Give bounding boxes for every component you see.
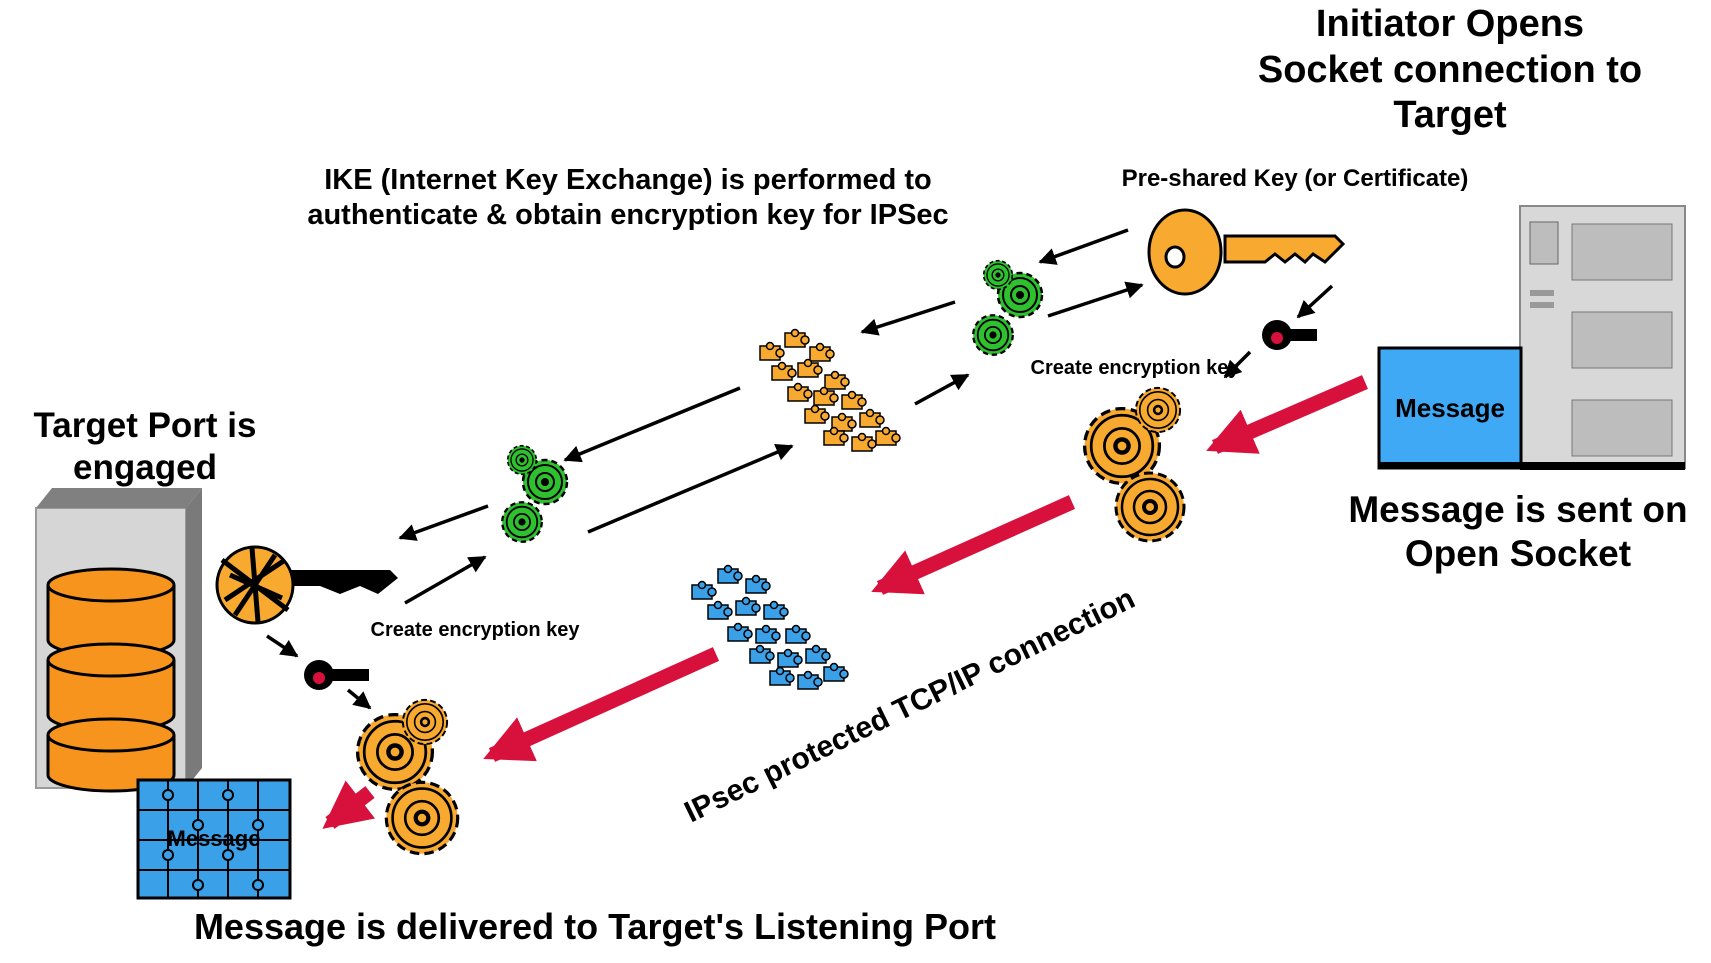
flow-arrows xyxy=(322,375,1368,829)
puzzle-message-icon xyxy=(136,778,292,900)
ike-arrows xyxy=(266,228,1334,710)
create-key-label-left: Create encryption key xyxy=(370,619,580,641)
target-port-label: Target Port is engaged xyxy=(0,405,290,489)
gear-icon xyxy=(1082,386,1186,543)
gear-icon xyxy=(355,698,460,856)
target-port-line: engaged xyxy=(73,448,217,487)
gear-icon xyxy=(501,444,569,543)
initiator-title-line: Initiator Opens xyxy=(1315,3,1585,45)
ike-description: IKE (Internet Key Exchange) is performed… xyxy=(258,163,998,233)
message-box-label: Message xyxy=(1395,393,1505,423)
message-sent-line: Message is sent on xyxy=(1348,489,1688,530)
preshared-key-label: Pre-shared Key (or Certificate) xyxy=(1121,165,1469,192)
initiator-title-line: Target xyxy=(1393,94,1507,137)
message-sent-line: Open Socket xyxy=(1404,533,1632,575)
target-port-line: Target Port is xyxy=(33,406,257,445)
key-icon xyxy=(304,660,369,690)
key-icon xyxy=(1147,208,1346,296)
ike-description-line: IKE (Internet Key Exchange) is performed… xyxy=(324,164,932,196)
puzzle-icon xyxy=(759,328,901,452)
puzzle-message-label: Message xyxy=(167,826,261,851)
server-icon xyxy=(1519,205,1686,470)
puzzle-icon xyxy=(691,564,849,690)
message-sent-label: Message is sent on Open Socket xyxy=(1325,488,1711,577)
delivered-label: Message is delivered to Target's Listeni… xyxy=(193,906,997,947)
key-icon xyxy=(1262,320,1317,350)
gear-icon xyxy=(972,259,1044,356)
create-key-label-right: Create encryption key xyxy=(1030,357,1240,379)
ike-description-line: authenticate & obtain encryption key for… xyxy=(307,198,949,231)
key-icon xyxy=(215,545,398,625)
message-box-icon xyxy=(1377,346,1523,470)
initiator-title-line: Socket connection to xyxy=(1257,48,1643,91)
database-icon xyxy=(35,488,202,793)
initiator-title: Initiator Opens Socket connection to Tar… xyxy=(1250,2,1650,139)
